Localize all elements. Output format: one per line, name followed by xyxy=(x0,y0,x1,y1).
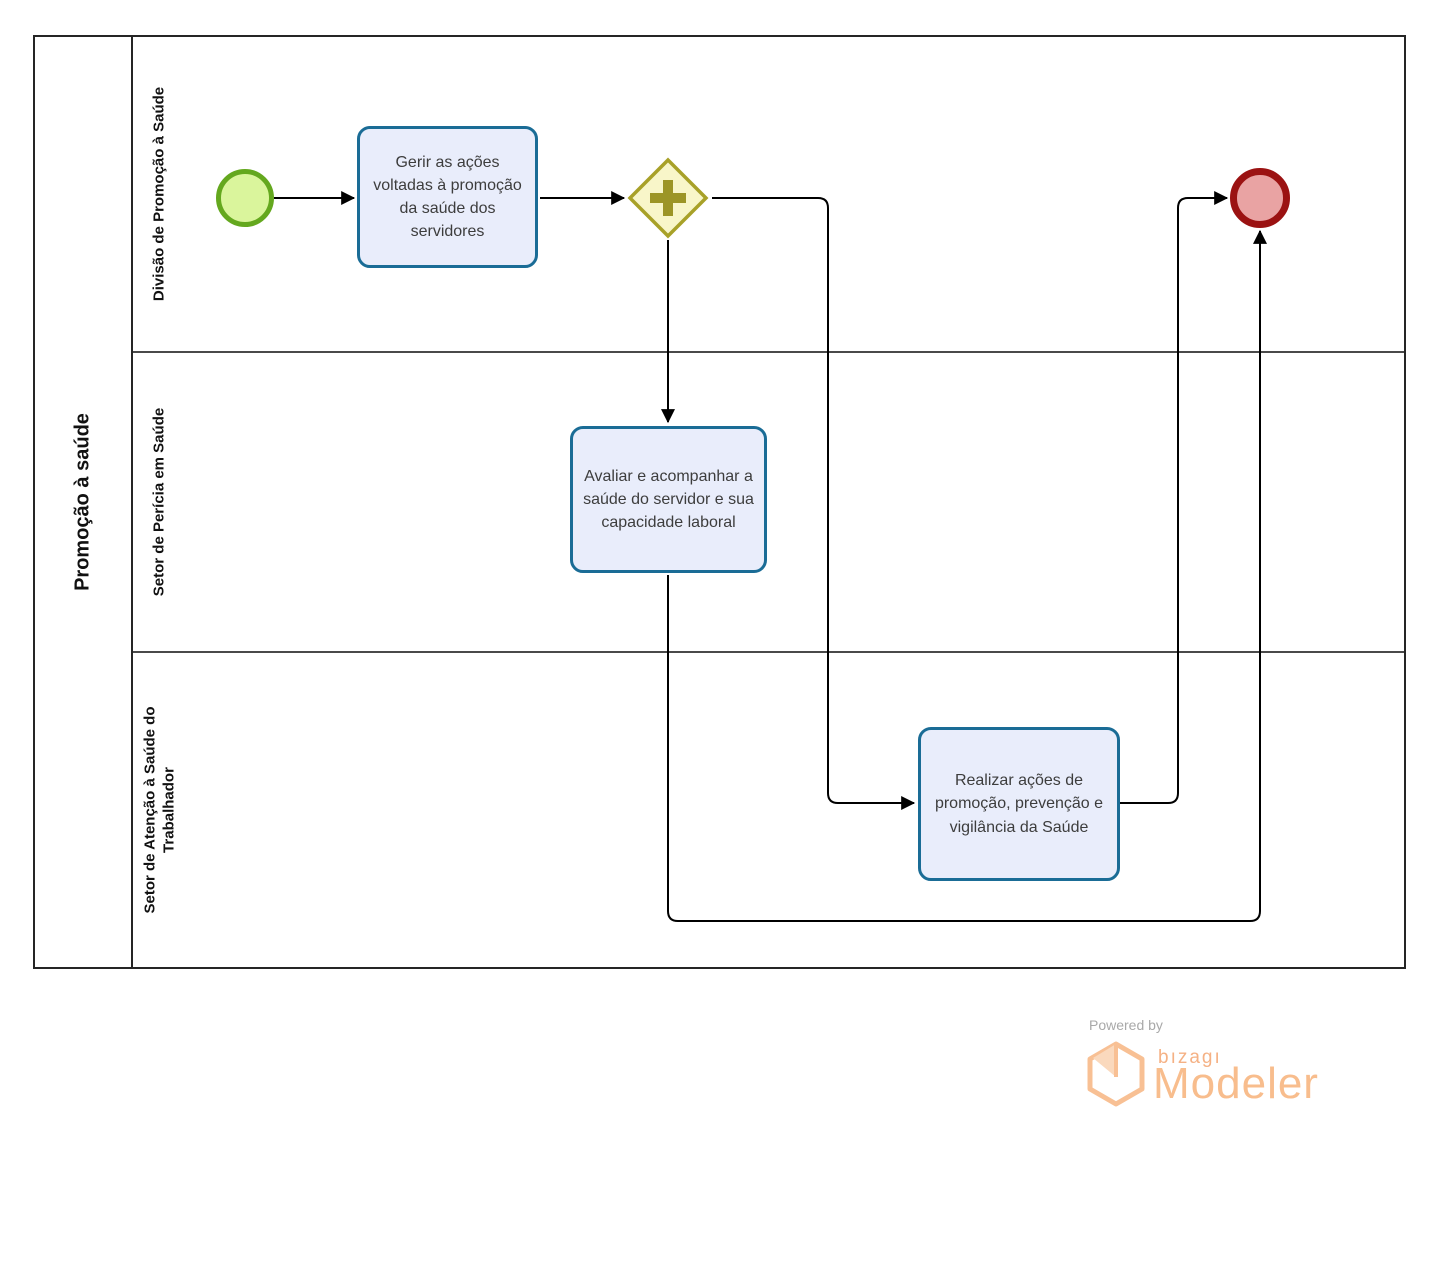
bizagi-logo-icon xyxy=(1087,1041,1145,1107)
flow-gateway-to-task-realizar xyxy=(712,197,916,810)
flow-task-realizar-to-end xyxy=(1120,191,1229,804)
task-label: Gerir as ações voltadas à promoção da sa… xyxy=(373,153,522,241)
task-label: Realizar ações de promoção, prevenção e … xyxy=(934,772,1104,836)
lane-setor-atencao-saude-trabalhador: Setor de Atenção à Saúde do Trabalhador xyxy=(133,651,1404,967)
flow-task-avaliar-to-end xyxy=(667,229,1267,922)
lane-setor-pericia-saude: Setor de Perícia em Saúde xyxy=(133,351,1404,651)
lanes-container: Divisão de Promoção à Saúde Setor de Per… xyxy=(133,37,1404,967)
bizagi-brand-text: bızagı xyxy=(1158,1047,1222,1068)
parallel-gateway-icon xyxy=(627,157,709,239)
parallel-gateway xyxy=(626,156,710,240)
task-avaliar-acompanhar: Avaliar e acompanhar a saúde do servidor… xyxy=(570,426,767,573)
start-event xyxy=(216,169,274,227)
pool-header: Promoção à saúde xyxy=(35,37,133,967)
task-label: Avaliar e acompanhar a saúde do servidor… xyxy=(583,467,754,532)
task-realizar-acoes: Realizar ações de promoção, prevenção e … xyxy=(918,727,1120,881)
task-gerir-acoes: Gerir as ações voltadas à promoção da sa… xyxy=(357,126,538,268)
end-event xyxy=(1230,168,1290,228)
modeler-product-text: Modeler xyxy=(1153,1059,1319,1108)
powered-by-text: Powered by xyxy=(1089,1017,1163,1033)
